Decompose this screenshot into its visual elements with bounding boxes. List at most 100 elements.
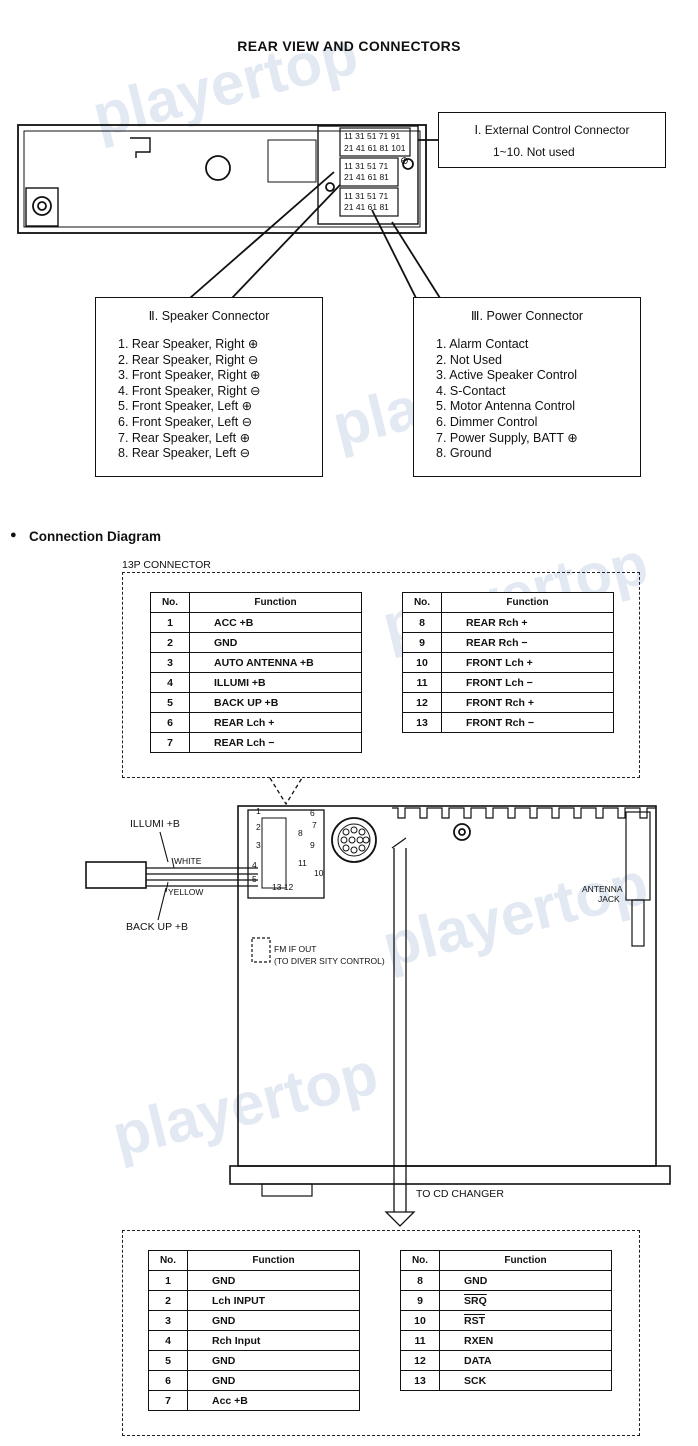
cd-connector-frame [122, 1230, 640, 1436]
list-item: 4. S-Contact [436, 383, 506, 398]
cell-function: BACK UP +B [189, 692, 362, 713]
cell-function: FRONT Lch + [441, 652, 614, 673]
cell-function: GND [187, 1270, 360, 1291]
antenna-jack-label: ANTENNA [582, 884, 623, 894]
pin-number: 7 [312, 820, 317, 830]
illumi-label: ILLUMI +B [130, 818, 180, 830]
cell-no: 4 [148, 1330, 188, 1351]
connector-13p-label: 13P CONNECTOR [122, 559, 211, 571]
power-connector-box: Ⅲ. Power Connector 1. Alarm Contact 2. N… [413, 297, 641, 477]
speaker-connector-list: 1. Rear Speaker, Right ⊕ 2. Rear Speaker… [118, 337, 322, 462]
table-header-function: Function [189, 592, 362, 613]
cell-function: GND [439, 1270, 612, 1291]
list-item: 5. Motor Antenna Control [436, 399, 575, 414]
cell-function: GND [187, 1370, 360, 1391]
external-connector-box: Ⅰ. External Control Connector 1~10. Not … [438, 112, 666, 168]
backup-label: BACK UP +B [126, 921, 188, 933]
list-item: 2. Not Used [436, 352, 503, 367]
pin-number: 6 [310, 808, 315, 818]
pins-top-row2: 21 41 61 81 101 [344, 143, 406, 153]
cell-function: Acc +B [187, 1390, 360, 1411]
cell-no: 10 [402, 652, 442, 673]
cell-function: SRQ [439, 1290, 612, 1311]
pins-top-row1: 11 31 51 71 91 [344, 131, 401, 141]
cell-function: Rch Input [187, 1330, 360, 1351]
cell-function: FRONT Rch − [441, 712, 614, 733]
cell-function: REAR Lch + [189, 712, 362, 733]
pin-number: 4 [252, 860, 257, 870]
pin-number: 9 [310, 840, 315, 850]
pins-mid-row2: 21 41 61 81 [344, 172, 389, 182]
cell-no: 8 [400, 1270, 440, 1291]
cell-no: 12 [400, 1350, 440, 1371]
cell-function: AUTO ANTENNA +B [189, 652, 362, 673]
cell-no: 7 [150, 732, 190, 753]
cell-no: 3 [150, 652, 190, 673]
cell-function: RXEN [439, 1330, 612, 1351]
cell-no: 1 [148, 1270, 188, 1291]
list-item: 4. Front Speaker, Right ⊖ [118, 383, 261, 398]
speaker-connector-box: Ⅱ. Speaker Connector 1. Rear Speaker, Ri… [95, 297, 323, 477]
cell-function: GND [187, 1310, 360, 1331]
cell-no: 5 [150, 692, 190, 713]
antenna-jack-label-2: JACK [598, 894, 620, 904]
fm-if-out-label: FM IF OUT [274, 944, 317, 954]
plus-icon: ⊕ [400, 155, 409, 167]
power-connector-list: 1. Alarm Contact 2. Not Used 3. Active S… [436, 337, 640, 462]
cell-function: GND [189, 632, 362, 653]
power-connector-header: Ⅲ. Power Connector [470, 309, 584, 323]
cell-function: DATA [439, 1350, 612, 1371]
pin-number: 1 [256, 806, 261, 816]
cell-function: REAR Lch − [189, 732, 362, 753]
list-item: 3. Front Speaker, Right ⊕ [118, 368, 261, 383]
speaker-connector-header: Ⅱ. Speaker Connector [148, 309, 270, 323]
cell-no: 4 [150, 672, 190, 693]
pin-number: 2 [256, 822, 261, 832]
cell-function: SCK [439, 1370, 612, 1391]
pins-mid-row1: 11 31 51 71 [344, 161, 389, 171]
yellow-wire-label: YELLOW [168, 887, 204, 897]
external-connector-note: 1~10. Not used [493, 145, 575, 159]
cell-function: FRONT Rch + [441, 692, 614, 713]
table-header-function: Function [439, 1250, 612, 1271]
table-header-function: Function [187, 1250, 360, 1271]
pin-number: 3 [256, 840, 261, 850]
cell-no: 11 [402, 672, 442, 693]
cell-no: 13 [402, 712, 442, 733]
cell-no: 12 [402, 692, 442, 713]
cell-function: REAR Rch − [441, 632, 614, 653]
table-header-no: No. [402, 592, 442, 613]
connection-diagram-heading: Connection Diagram [29, 529, 162, 544]
cell-no: 5 [148, 1350, 188, 1371]
list-item: 1. Alarm Contact [436, 337, 529, 351]
cell-function: ILLUMI +B [189, 672, 362, 693]
table-header-no: No. [150, 592, 190, 613]
table-header-function: Function [441, 592, 614, 613]
cell-function: ACC +B [189, 612, 362, 633]
list-item: 6. Front Speaker, Left ⊖ [118, 414, 253, 429]
cell-function: REAR Rch + [441, 612, 614, 633]
list-item: 2. Rear Speaker, Right ⊖ [118, 352, 259, 367]
cell-no: 2 [150, 632, 190, 653]
cell-no: 6 [150, 712, 190, 733]
white-wire-label: WHITE [174, 856, 202, 866]
pin-number: 10 [314, 868, 324, 878]
cell-no: 6 [148, 1370, 188, 1391]
table-header-no: No. [148, 1250, 188, 1271]
diversity-label: (TO DIVER SITY CONTROL) [274, 956, 385, 966]
pins-bot-row2: 21 41 61 81 [344, 202, 389, 212]
